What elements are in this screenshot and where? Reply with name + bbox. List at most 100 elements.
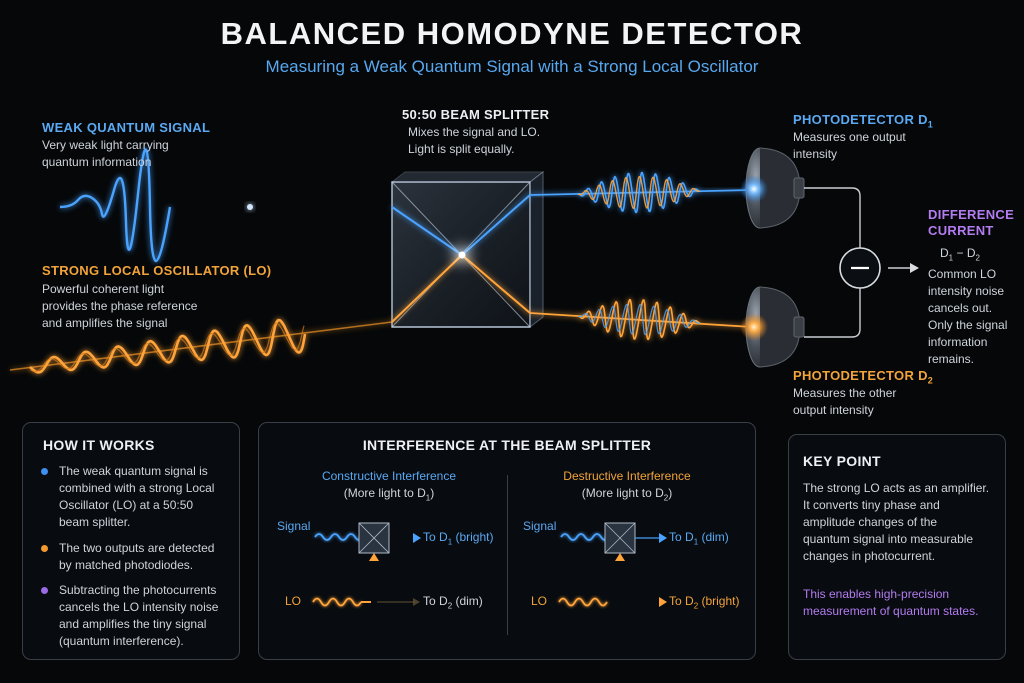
pd2-label-sub: 2 [927, 375, 934, 386]
pd1-desc-line: Measures one output [793, 130, 906, 144]
beam-splitter-label: 50:50 BEAM SPLITTER [402, 107, 550, 122]
difference-label-line: CURRENT [928, 223, 994, 238]
destructive-out2-sub: 2 [693, 601, 699, 611]
photodetector-d2-description: Measures the other output intensity [793, 385, 896, 419]
destructive-out2-label: To D2 (bright) [669, 594, 739, 610]
page-subtitle: Measuring a Weak Quantum Signal with a S… [265, 57, 759, 76]
lo-label: STRONG LOCAL OSCILLATOR (LO) [42, 263, 272, 278]
bullet-line: The two outputs are detected [59, 541, 215, 555]
key-point-panel: KEY POINT The strong LO acts as an ampli… [788, 434, 1006, 660]
orange-bullet-dot [41, 545, 48, 552]
destructive-signal-label: Signal [523, 519, 557, 533]
pd2-desc-line: Measures the other [793, 386, 897, 400]
bullet-line: cancels the LO intensity noise [59, 600, 219, 614]
output-beam-d2 [529, 298, 753, 341]
constructive-out1-text: To D [423, 530, 448, 544]
subtractor-circuit [804, 187, 919, 338]
destructive-out2-state: (bright) [698, 594, 740, 608]
key-point-line: quantum signal into measurable [803, 532, 974, 546]
key-point-text: The strong LO acts as an amplifier. It c… [803, 480, 999, 565]
splitter-desc-line: Mixes the signal and LO. [408, 125, 541, 139]
constructive-out2-sub: 2 [447, 601, 453, 611]
destructive-out2-text: To D [669, 594, 694, 608]
formula-d2: D [966, 246, 976, 260]
destructive-out1-text: To D [669, 530, 694, 544]
purple-bullet-dot [41, 587, 48, 594]
lo-description: Powerful coherent light provides the pha… [42, 281, 197, 332]
difference-desc-line: intensity noise [928, 284, 1005, 298]
how-it-works-panel: HOW IT WORKS The weak quantum signal is … [22, 422, 240, 660]
photodetector-d2-icon [740, 286, 805, 368]
how-it-works-bullet: The two outputs are detected by matched … [37, 540, 249, 574]
photodetector-d1-label: PHOTODETECTOR D1 [793, 112, 933, 130]
pd1-desc-line: intensity [793, 147, 838, 161]
splitter-desc-line: Light is split equally. [408, 142, 515, 156]
pd2-label-text: PHOTODETECTOR D [793, 368, 928, 383]
difference-desc-line: Common LO [928, 267, 997, 281]
constructive-title: Constructive Interference [321, 469, 457, 483]
signal-beam [10, 148, 392, 262]
constructive-subtitle: (More light to D1) [279, 486, 499, 502]
difference-desc-line: information [928, 335, 988, 349]
constructive-sub-index: 1 [425, 493, 431, 503]
pd2-desc-line: output intensity [793, 403, 874, 417]
constructive-sub-suffix: ) [430, 486, 435, 500]
bullet-line: beam splitter. [59, 515, 131, 529]
how-it-works-bullet: The weak quantum signal is combined with… [37, 463, 249, 531]
key-point-line: It converts tiny phase and [803, 498, 940, 512]
constructive-schematic [312, 522, 421, 607]
lo-desc-line: and amplifies the signal [42, 316, 168, 330]
how-it-works-bullet: Subtracting the photocurrents cancels th… [37, 582, 249, 650]
key-point-highlight: This enables high-precision measurement … [803, 586, 999, 620]
constructive-lo-label: LO [285, 594, 302, 608]
difference-desc-line: Only the signal [928, 318, 1008, 332]
bullet-line: Oscillator (LO) at a 50:50 [59, 498, 194, 512]
constructive-out1-sub: 1 [447, 537, 453, 547]
interference-schematics [312, 522, 667, 607]
constructive-sub-text: (More light to D [343, 486, 426, 500]
output-beam-d1 [529, 171, 753, 214]
constructive-out2-text: To D [423, 594, 448, 608]
photodetector-d1-description: Measures one output intensity [793, 129, 906, 163]
formula-d2-sub: 2 [975, 253, 980, 263]
key-point-highlight-line: measurement of quantum states. [803, 604, 979, 618]
destructive-out1-state: (dim) [698, 530, 729, 544]
destructive-schematic [558, 522, 667, 607]
key-point-highlight-line: This enables high-precision [803, 587, 950, 601]
lo-desc-line: provides the phase reference [42, 299, 198, 313]
key-point-line: The strong LO acts as an amplifier. [803, 481, 990, 495]
signal-label: WEAK QUANTUM SIGNAL [42, 120, 211, 135]
signal-description: Very weak light carrying quantum informa… [42, 137, 169, 171]
constructive-signal-label: Signal [277, 519, 311, 533]
formula-d1: D [940, 246, 949, 260]
destructive-out1-sub: 1 [693, 537, 699, 547]
bullet-line: by matched photodiodes. [59, 558, 194, 572]
bullet-line: The weak quantum signal is [59, 464, 208, 478]
formula-minus: − [953, 246, 967, 260]
photodetector-d2-label: PHOTODETECTOR D2 [793, 368, 933, 386]
constructive-out1-label: To D1 (bright) [423, 530, 493, 546]
destructive-sub-suffix: ) [668, 486, 673, 500]
constructive-out2-label: To D2 (dim) [423, 594, 483, 610]
constructive-out2-state: (dim) [452, 594, 483, 608]
difference-description: Common LO intensity noise cancels out. O… [928, 266, 1007, 368]
constructive-out1-state: (bright) [452, 530, 494, 544]
key-point-line: changes in photocurrent. [803, 549, 936, 563]
destructive-subtitle: (More light to D2) [517, 486, 737, 502]
signal-desc-line: Very weak light carrying [42, 138, 169, 152]
interference-title: INTERFERENCE AT THE BEAM SPLITTER [362, 437, 652, 453]
destructive-title: Destructive Interference [563, 469, 691, 483]
difference-desc-line: remains. [928, 352, 975, 366]
difference-formula: D1 − D2 [940, 245, 980, 266]
key-point-title: KEY POINT [803, 453, 881, 469]
destructive-lo-label: LO [531, 594, 548, 608]
difference-desc-line: cancels out. [928, 301, 993, 315]
bullet-line: Subtracting the photocurrents [59, 583, 217, 597]
destructive-out1-label: To D1 (dim) [669, 530, 729, 546]
destructive-sub-index: 2 [663, 493, 669, 503]
panel-divider [507, 475, 508, 635]
homodyne-diagram [9, 147, 919, 374]
difference-current-label: DIFFERENCE CURRENT [928, 207, 1014, 239]
key-point-line: amplitude changes of the [803, 515, 938, 529]
lo-desc-line: Powerful coherent light [42, 282, 165, 296]
